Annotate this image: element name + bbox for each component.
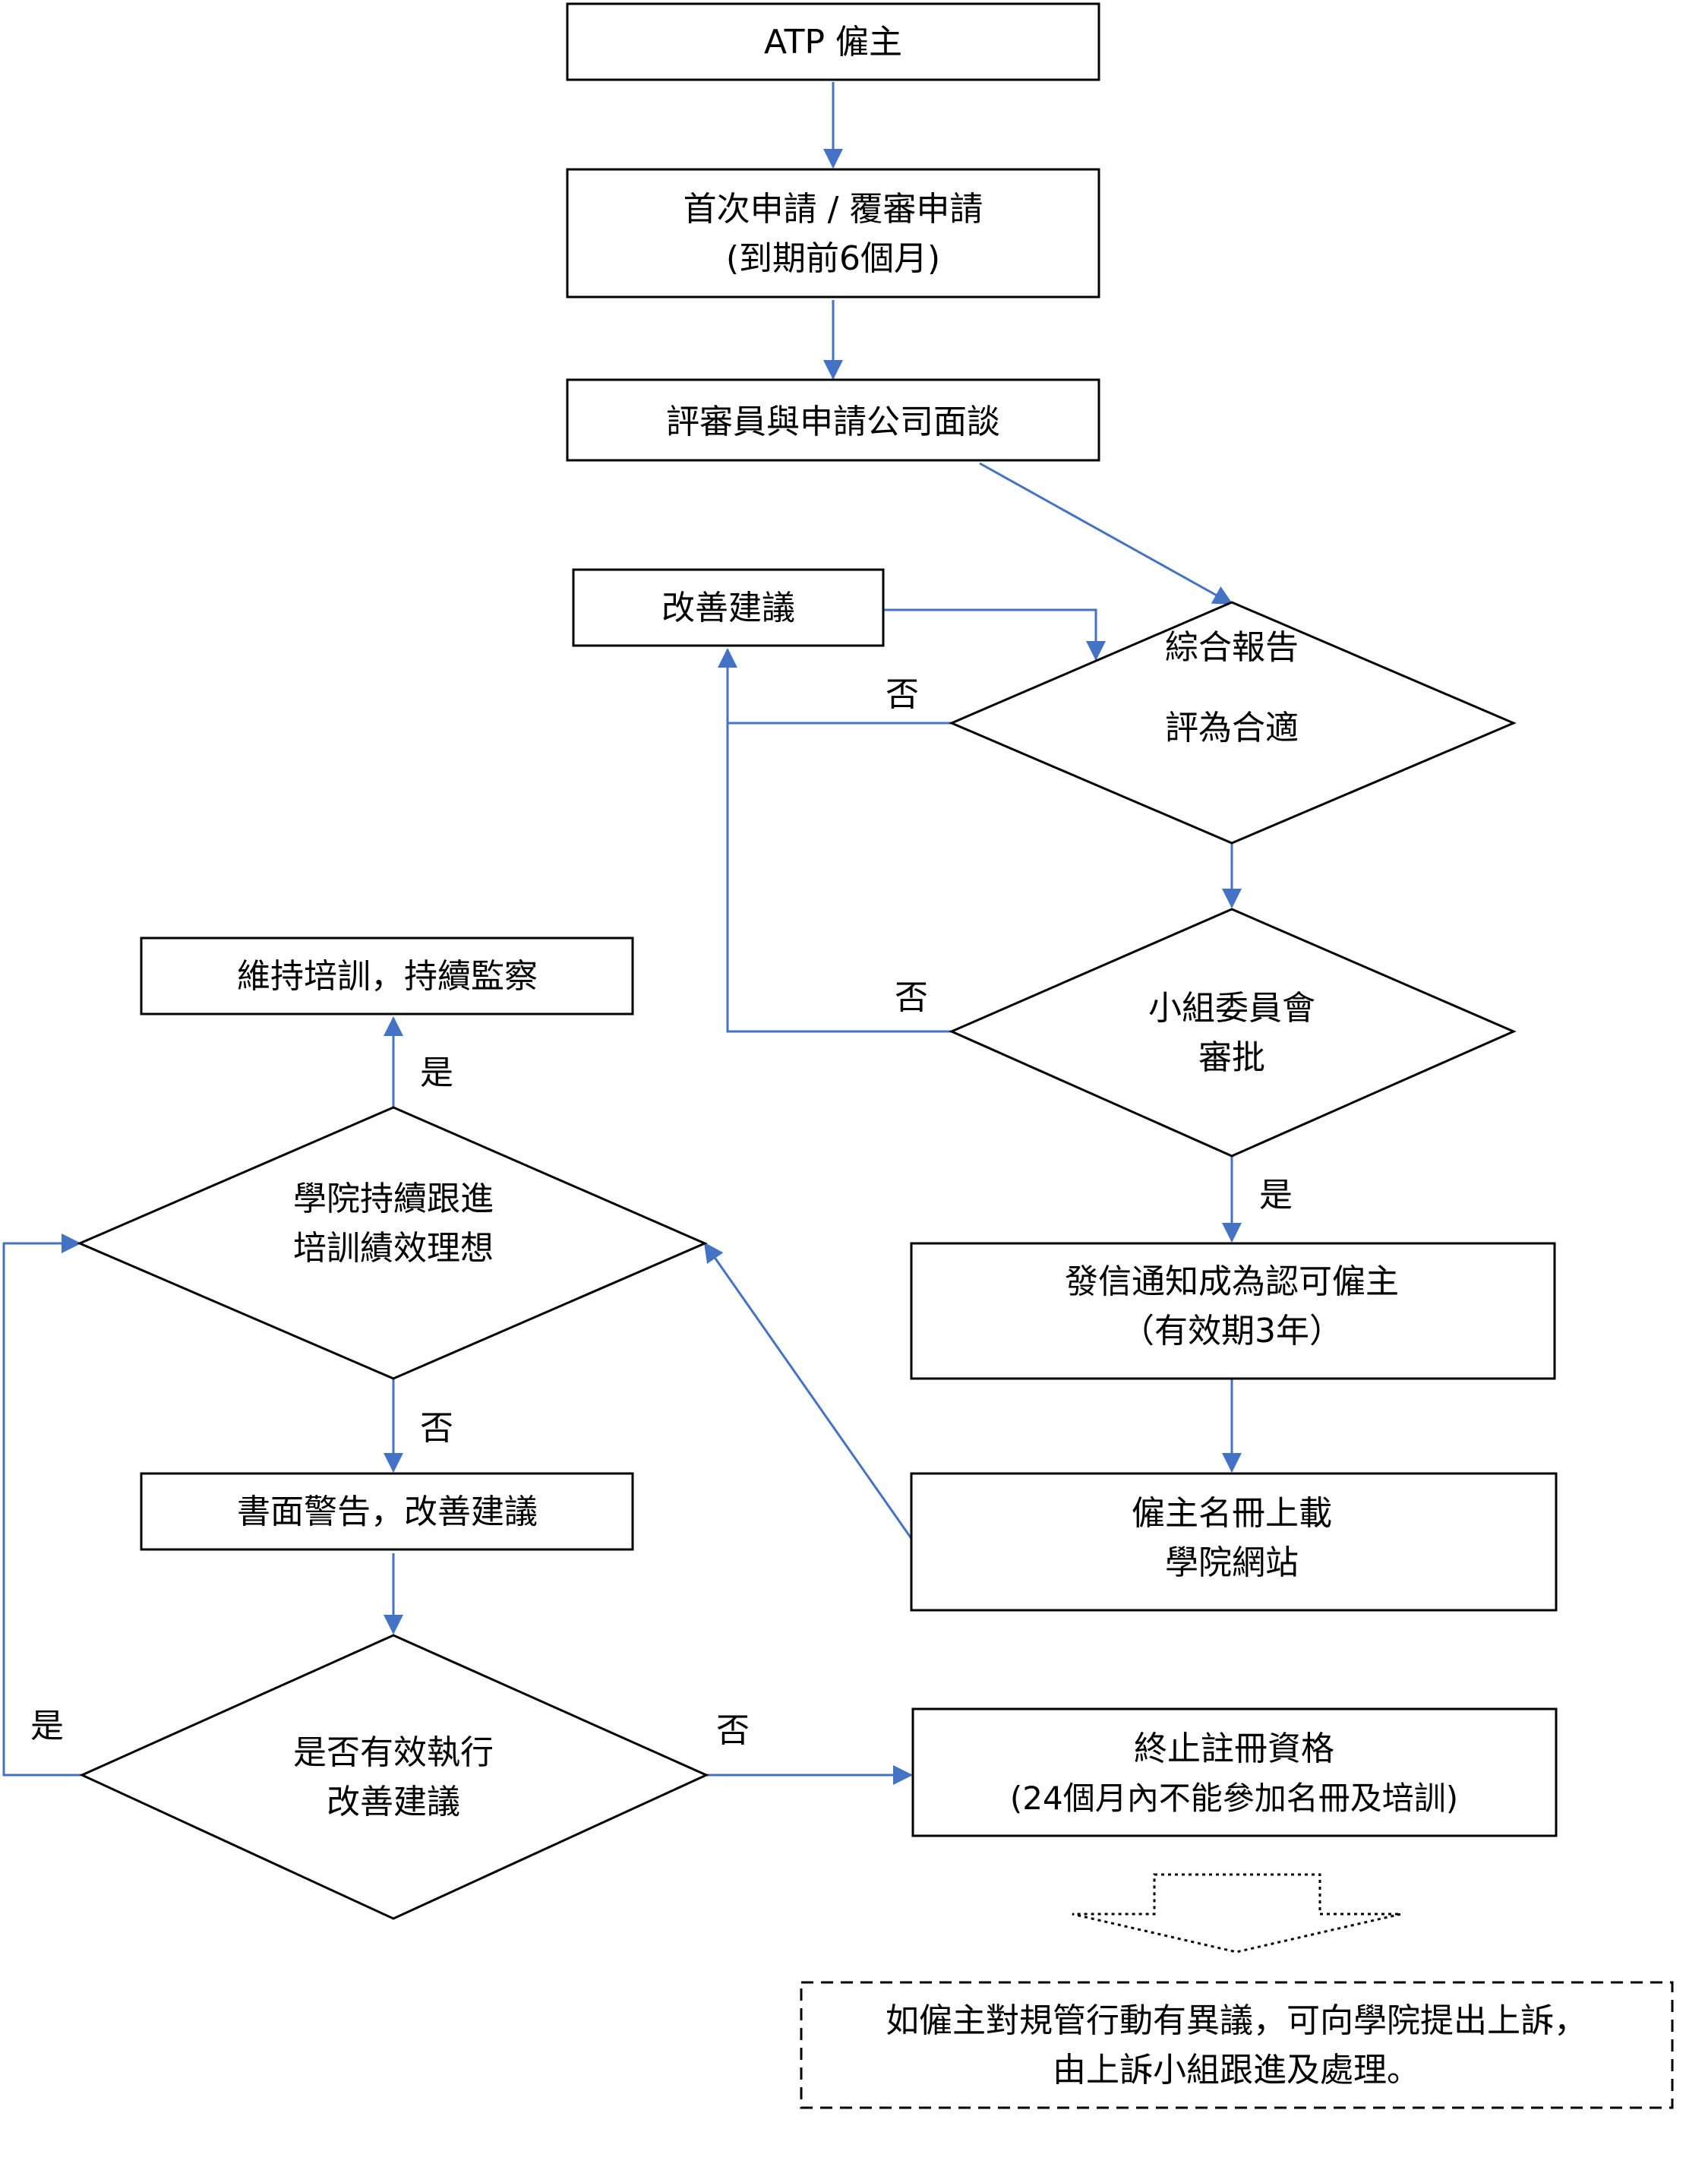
application-deadline-label: (到期前6個月) <box>726 239 940 278</box>
application-box <box>566 168 1100 298</box>
terminate-registration-label: 終止註冊資格 <box>1134 1729 1334 1768</box>
effective-implementation-label: 是否有效執行 <box>293 1733 494 1772</box>
svg-text:評為合適: 評為合適 <box>1165 709 1299 747</box>
validity-label: （有效期3年） <box>1121 1312 1343 1350</box>
followup-diamond <box>77 1106 708 1380</box>
svg-text:審批: 審批 <box>1198 1038 1265 1077</box>
appeal-line-1: 如僱主對規管行動有異議，可向學院提出上訴， <box>886 2001 1587 2040</box>
svg-text:評審員與申請公司面談: 評審員與申請公司面談 <box>666 403 1000 441</box>
committee-label: 小組委員會 <box>1148 989 1315 1028</box>
svg-text:僱主名冊上載: 僱主名冊上載 <box>1132 1494 1332 1533</box>
committee-no-label: 否 <box>895 978 928 1017</box>
atp-employer-box <box>566 2 1100 81</box>
maintain-training-label: 維持培訓，持續監察 <box>237 957 538 996</box>
svg-text:小組委員會: 小組委員會 <box>1148 989 1315 1028</box>
svg-text:否: 否 <box>420 1409 453 1448</box>
terminate-condition-label: (24個月內不能參加名冊及培訓) <box>1010 1780 1458 1817</box>
effective-implementation-diamond <box>79 1634 709 1920</box>
svg-text:如僱主對規管行動有異議，可向學院提出上訴，: 如僱主對規管行動有異議，可向學院提出上訴， <box>886 2001 1587 2040</box>
arrow-effective-yes <box>2 1233 82 1777</box>
interview-box <box>566 378 1100 462</box>
svg-text:是: 是 <box>420 1053 453 1092</box>
svg-text:是: 是 <box>1259 1176 1293 1215</box>
interview-label: 評審員與申請公司面談 <box>666 403 1000 441</box>
written-warning-box <box>140 1472 634 1551</box>
written-warning-label: 書面警告，改善建議 <box>237 1492 538 1531</box>
svg-text:ATP 僱主: ATP 僱主 <box>764 23 902 62</box>
improvement-advice-box <box>572 568 885 647</box>
report-no-label: 否 <box>886 675 919 714</box>
svg-text:改善建議: 改善建議 <box>327 1783 460 1821</box>
arrow-interview-to-report <box>979 462 1233 605</box>
svg-text:維持培訓，持續監察: 維持培訓，持續監察 <box>237 957 538 996</box>
svg-text:改善建議: 改善建議 <box>661 589 795 627</box>
followup-yes-label: 是 <box>420 1053 453 1092</box>
effective-yes-label: 是 <box>30 1707 64 1745</box>
svg-text:綜合報告: 綜合報告 <box>1165 628 1299 667</box>
svg-text:是: 是 <box>30 1707 64 1745</box>
followup-label: 學院持續跟進 <box>293 1180 494 1218</box>
terminate-registration-box <box>911 1707 1558 1837</box>
training-performance-label: 培訓績效理想 <box>293 1229 494 1268</box>
improvement-advice-2-label: 改善建議 <box>327 1783 460 1821</box>
committee-approval-label: 審批 <box>1198 1038 1265 1077</box>
svg-text:（有效期3年）: （有效期3年） <box>1121 1312 1343 1350</box>
svg-text:終止註冊資格: 終止註冊資格 <box>1134 1729 1334 1768</box>
svg-text:由上訴小組跟進及處理。: 由上訴小組跟進及處理。 <box>1053 2051 1420 2089</box>
report-suitable-label: 評為合適 <box>1165 709 1299 747</box>
upload-register-box <box>910 1472 1558 1612</box>
svg-text:否: 否 <box>716 1711 750 1750</box>
committee-yes-label: 是 <box>1259 1176 1293 1215</box>
svg-text:否: 否 <box>886 675 919 714</box>
upload-register-label: 僱主名冊上載 <box>1132 1494 1332 1533</box>
improvement-advice-label: 改善建議 <box>661 589 795 627</box>
application-label: 首次申請 / 覆審申請 <box>684 190 983 229</box>
notification-label: 發信通知成為認可僱主 <box>1065 1262 1399 1301</box>
svg-text:發信通知成為認可僱主: 發信通知成為認可僱主 <box>1065 1262 1399 1301</box>
svg-text:學院持續跟進: 學院持續跟進 <box>293 1180 494 1218</box>
notification-box <box>910 1242 1556 1380</box>
svg-text:培訓績效理想: 培訓績效理想 <box>293 1229 494 1268</box>
svg-text:(到期前6個月): (到期前6個月) <box>726 239 940 278</box>
appeal-box <box>800 1981 1674 2109</box>
arrow-upload-to-followup <box>703 1242 914 1540</box>
connectors <box>2 82 1242 1785</box>
down-arrow-icon <box>1072 1873 1402 1954</box>
arrow-committee-no <box>726 723 952 1033</box>
appeal-line-2: 由上訴小組跟進及處理。 <box>1053 2051 1420 2089</box>
committee-approval-diamond <box>949 908 1517 1158</box>
svg-text:學院網站: 學院網站 <box>1165 1543 1299 1582</box>
svg-text:首次申請 / 覆審申請: 首次申請 / 覆審申請 <box>684 190 983 229</box>
svg-text:否: 否 <box>895 978 928 1017</box>
svg-text:是否有效執行: 是否有效執行 <box>293 1733 494 1772</box>
report-suitable-diamond <box>949 601 1517 845</box>
svg-text:書面警告，改善建議: 書面警告，改善建議 <box>237 1492 538 1531</box>
maintain-training-box <box>140 937 634 1016</box>
followup-no-label: 否 <box>420 1409 453 1448</box>
report-label: 綜合報告 <box>1165 628 1299 667</box>
svg-text:(24個月內不能參加名冊及培訓): (24個月內不能參加名冊及培訓) <box>1010 1780 1458 1817</box>
effective-no-label: 否 <box>716 1711 750 1750</box>
arrow-improve-to-report <box>883 608 1106 661</box>
atp-employer-label: ATP 僱主 <box>764 23 902 62</box>
academy-website-label: 學院網站 <box>1165 1543 1299 1582</box>
